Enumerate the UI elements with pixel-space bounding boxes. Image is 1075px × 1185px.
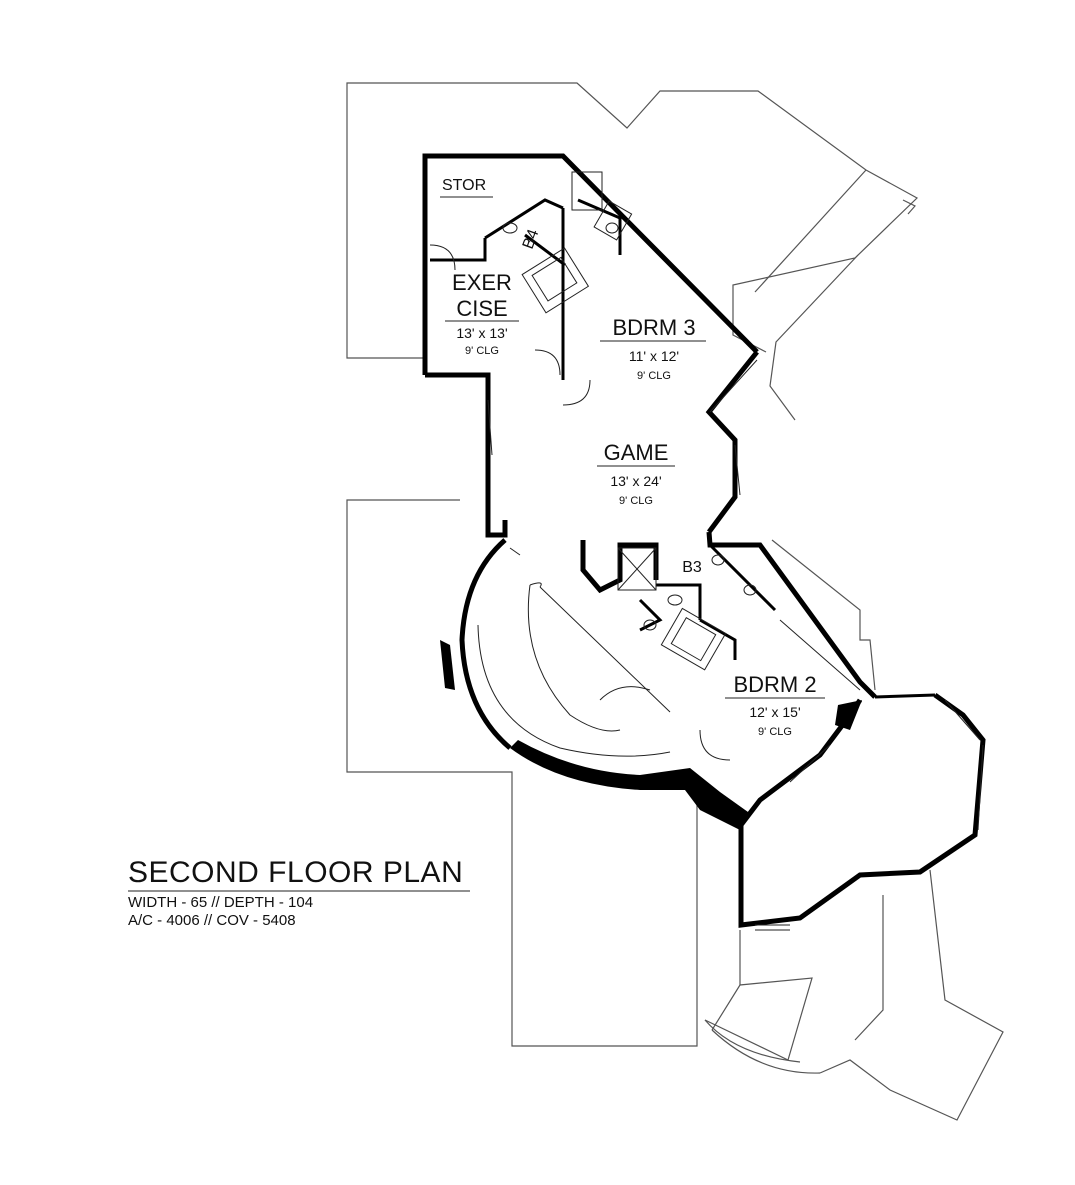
bdrm2-size: 12' x 15': [749, 704, 800, 720]
room-labels: STOR B4 EXER CISE 13' x 13' 9' CLG BDRM …: [440, 177, 825, 738]
game-ceiling: 9' CLG: [619, 495, 653, 507]
exercise-label-line1: EXER: [452, 270, 512, 295]
roof-outline: [346, 82, 1004, 1121]
plan-dimensions: WIDTH - 65 // DEPTH - 104: [128, 894, 313, 911]
bdrm3-size: 11' x 12': [629, 348, 679, 364]
game-label: GAME: [604, 440, 669, 465]
exterior-walls: [422, 153, 986, 928]
fixtures: [429, 171, 984, 931]
plan-area: A/C - 4006 // COV - 5408: [128, 912, 296, 929]
bdrm3-label: BDRM 3: [612, 315, 695, 340]
game-size: 13' x 24': [610, 473, 661, 489]
b3-label: B3: [682, 559, 702, 576]
title-block: SECOND FLOOR PLAN WIDTH - 65 // DEPTH - …: [128, 856, 470, 929]
exercise-ceiling: 9' CLG: [465, 345, 499, 357]
bdrm2-ceiling: 9' CLG: [758, 726, 792, 738]
b4-label: B4: [520, 227, 543, 251]
plan-title: SECOND FLOOR PLAN: [128, 856, 463, 889]
stor-label: STOR: [442, 177, 486, 194]
exercise-label-line2: CISE: [456, 296, 507, 321]
bdrm2-label: BDRM 2: [733, 672, 816, 697]
exercise-size: 13' x 13': [456, 325, 507, 341]
bdrm3-ceiling: 9' CLG: [637, 370, 671, 382]
interior-walls: [430, 198, 777, 660]
solid-wall-masses: [440, 640, 862, 830]
